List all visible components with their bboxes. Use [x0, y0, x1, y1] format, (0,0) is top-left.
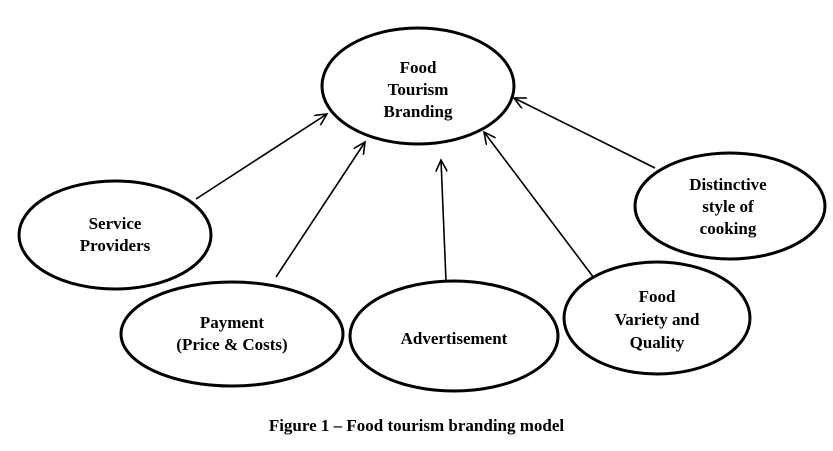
center-label-line-1: Food — [400, 58, 437, 77]
arrow-distinctive-style-to-branding — [514, 98, 656, 169]
advertisement-label: Advertisement — [401, 329, 508, 348]
arrow-payment-to-branding — [275, 142, 365, 278]
distinctive-label-line-1: Distinctive — [689, 175, 767, 194]
payment-label-line-2: (Price & Costs) — [176, 335, 287, 354]
food-variety-label-line-1: Food — [639, 287, 676, 306]
center-label-line-3: Branding — [384, 102, 453, 121]
node-service-providers: Service Providers — [17, 179, 213, 291]
node-distinctive-style-of-cooking: Distinctive style of cooking — [633, 151, 827, 261]
service-label-line-2: Providers — [80, 236, 151, 255]
food-variety-label-line-3: Quality — [630, 333, 685, 352]
node-food-tourism-branding: Food Tourism Branding — [320, 26, 516, 146]
payment-label-line-1: Payment — [200, 313, 265, 332]
distinctive-label-line-3: cooking — [700, 219, 757, 238]
arrow-advertisement-to-branding — [441, 160, 446, 282]
arrows — [195, 98, 656, 282]
node-payment: Payment (Price & Costs) — [119, 280, 345, 388]
node-food-variety-quality: Food Variety and Quality — [562, 260, 752, 376]
distinctive-label-line-2: style of — [702, 197, 754, 216]
arrow-food-variety-to-branding — [484, 132, 595, 279]
service-label-line-1: Service — [89, 214, 142, 233]
arrow-service-to-branding — [195, 114, 327, 200]
node-advertisement: Advertisement — [348, 279, 560, 393]
center-label-line-2: Tourism — [388, 80, 449, 99]
food-variety-label-line-2: Variety and — [615, 310, 700, 329]
figure-caption: Figure 1 – Food tourism branding model — [268, 416, 565, 435]
